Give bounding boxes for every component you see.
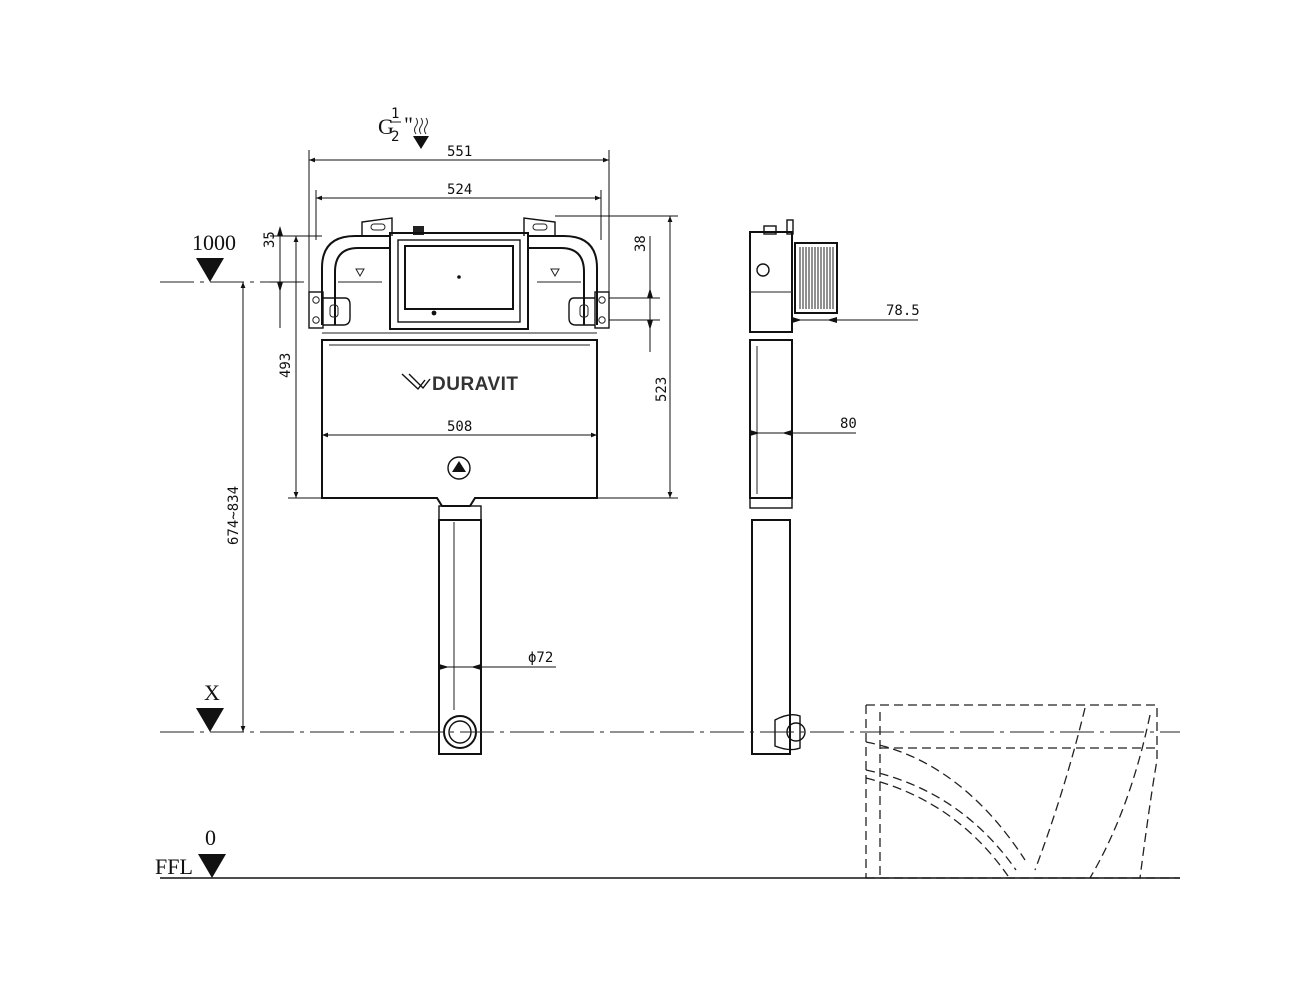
trap-curve-1 [865,741,1026,861]
dim-arrow [750,430,760,436]
water-wave-icon [414,117,428,135]
flush-opening-inner [404,245,514,310]
side-bracket-left [308,291,324,329]
top-lug-right [523,217,556,236]
trap-curve-3 [865,777,1009,877]
side-flush-pipe [751,519,791,755]
inlet-suffix: " [404,112,413,137]
dim-arrow [647,288,653,298]
side-valve-cap [763,225,777,235]
dim-installation-height-label: 674~834 [226,486,242,545]
side-view [749,219,838,755]
dim-arrow [647,320,653,330]
water-inlet-label: G 1 2 " [378,106,429,149]
wc-pan [865,704,1180,879]
frame-right-arm-inner [528,247,585,325]
inlet-prefix: G [378,114,394,139]
level-marker-ffl: 0 FFL [155,825,226,879]
dim-arrow [277,226,283,236]
bowl-front-curve [1034,707,1086,871]
inlet-coil-housing [794,242,838,314]
flush-arrow-icon [452,461,466,472]
level-triangle-icon [196,258,224,282]
flush-pipe [438,519,482,755]
side-cistern-base [749,497,793,509]
side-inlet-stub [786,219,794,235]
level-x-label: X [204,680,220,705]
dim-arrow [439,664,449,670]
side-valve-knob [756,263,770,277]
inlet-coil [799,247,834,309]
duravit-logo-mark [401,373,431,391]
bowl-outer-curve [1089,714,1151,879]
dim-arrow [277,282,283,292]
flush-symbol-icon [447,456,471,480]
inlet-arrow-icon [413,136,429,149]
frame-left-arm [321,235,390,325]
inlet-denominator: 2 [391,129,399,145]
bracket-slot-left [329,304,339,318]
side-pipe-elbow [774,713,801,751]
trap-curve-2 [865,769,1017,871]
dim-cistern-width-label: 508 [447,419,472,435]
level-triangle-icon [198,854,226,878]
level-marker-1000: 1000 [192,230,236,282]
dim-cistern-height-label: 493 [278,353,294,378]
dim-bracket-height-label: 38 [633,235,649,252]
level-mark-right [550,268,560,278]
top-lug-left [361,217,393,236]
bracket-slot-right [579,304,589,318]
dim-arrow [792,317,802,323]
side-frame-upper [749,231,793,333]
frame-left-arm-inner [334,247,390,325]
front-view: DURAVIT [308,217,610,755]
floor-level-label: FFL [155,854,193,879]
bracket-screw [598,316,606,324]
dim-total-height-label: 523 [654,377,670,402]
frame-right-arm [528,235,598,325]
lug-slot-left [370,223,386,231]
bracket-screw [598,296,606,304]
dim-inlet-depth-label: 78.5 [886,303,920,319]
dim-arrow [827,317,837,323]
flush-opening-outer [389,232,529,330]
dim-arrow [471,664,481,670]
dim-frame-width-label: 524 [447,182,472,198]
pipe-collar [438,505,482,521]
dim-cistern-depth-label: 80 [840,416,857,432]
side-bracket-right [594,291,610,329]
level-marker-x: X [196,680,224,732]
duravit-logo: DURAVIT [401,373,519,395]
level-triangle-icon [196,708,224,732]
level-1000-label: 1000 [192,230,236,255]
lug-slot-right [532,223,548,231]
pan-outline [866,704,1158,879]
dim-arrow [782,430,792,436]
bracket-clip-left [323,297,351,326]
inlet-numerator: 1 [391,106,399,122]
flush-center-point [457,275,461,279]
inlet-valve-cap [413,226,424,235]
dim-pipe-diameter-label: ϕ72 [528,650,553,666]
dim-top-offset-label: 35 [262,231,278,248]
bracket-screw [312,296,320,304]
level-mark-left [355,268,365,278]
brand-name: DURAVIT [432,374,519,395]
flush-screw [431,310,437,316]
bracket-clip-right [568,297,595,326]
floor-value-label: 0 [205,825,216,850]
bracket-screw [312,316,320,324]
flush-opening-mid [397,239,521,323]
side-cistern [749,339,793,499]
dim-overall-width-label: 551 [447,144,472,160]
